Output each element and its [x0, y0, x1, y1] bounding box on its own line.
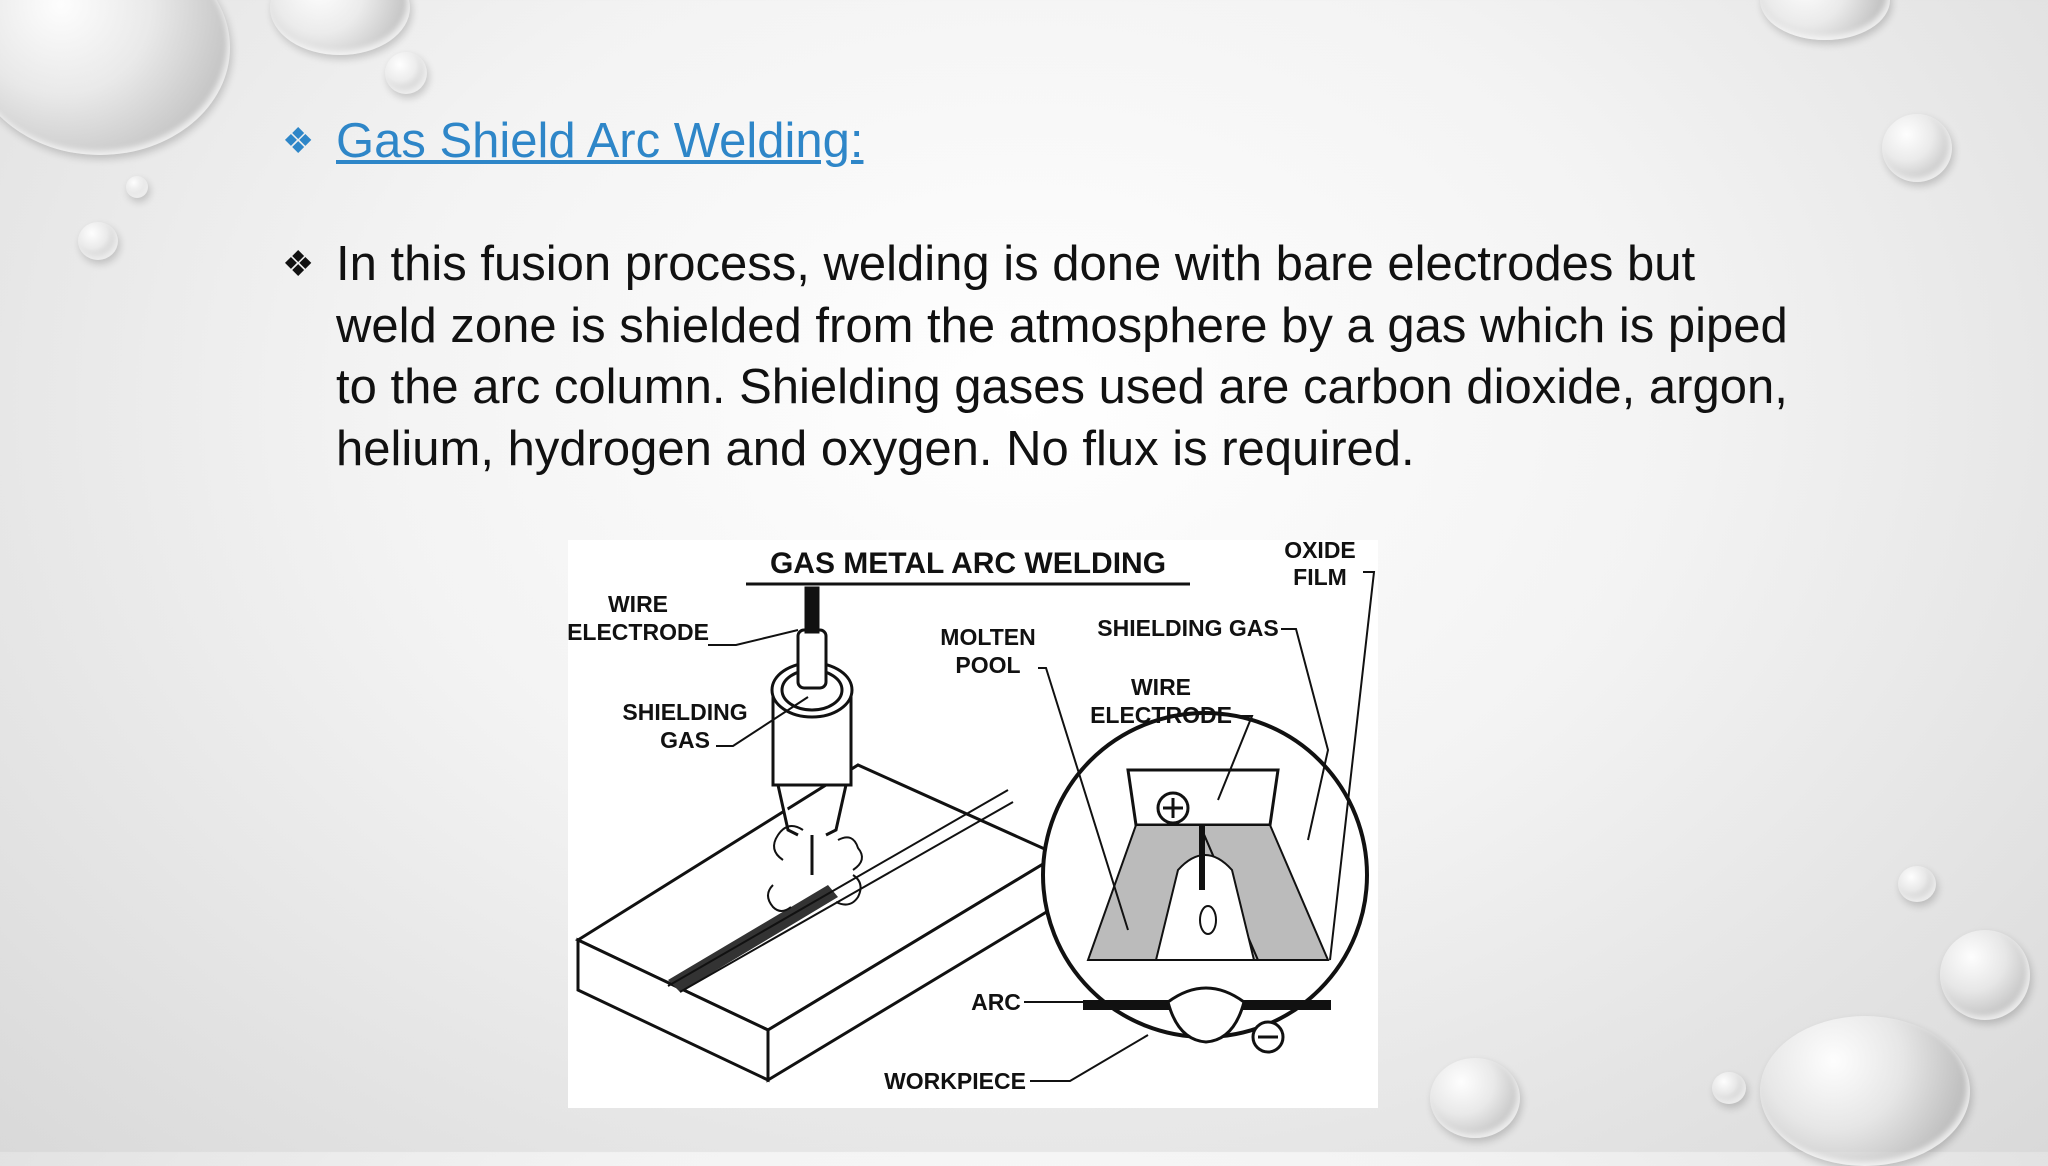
water-drop-decoration [1940, 930, 2030, 1020]
label-oxide-film-line1: OXIDE [1284, 540, 1356, 563]
label-wire-electrode-right-line1: WIRE [1131, 674, 1191, 700]
water-drop-decoration [385, 52, 427, 94]
label-wire-electrode-right-line2: ELECTRODE [1090, 702, 1232, 728]
diagram-title: GAS METAL ARC WELDING [770, 547, 1166, 580]
water-drop-decoration [126, 176, 148, 198]
water-drop-decoration [1712, 1072, 1746, 1104]
gmaw-diagram: GAS METAL ARC WELDING [567, 537, 1378, 1108]
label-workpiece: WORKPIECE [884, 1068, 1026, 1094]
bullet-icon: ❖ [282, 243, 315, 284]
label-shielding-gas-line2: GAS [660, 727, 710, 753]
gas-cloud [767, 825, 863, 912]
body-paragraph: In this fusion process, welding is done … [336, 237, 1788, 476]
label-wire-electrode-line2: ELECTRODE [568, 619, 709, 645]
label-oxide-film-line2: FILM [1293, 564, 1347, 590]
body-bullet: ❖ In this fusion process, welding is don… [282, 234, 1796, 480]
water-drop-decoration [0, 0, 230, 155]
slide-heading-link[interactable]: Gas Shield Arc Welding: [336, 114, 864, 168]
label-arc: ARC [971, 989, 1021, 1015]
bullet-icon: ❖ [282, 120, 315, 161]
water-drop-decoration [270, 0, 410, 55]
water-drop-decoration [78, 222, 118, 260]
torch-nozzle [770, 586, 854, 875]
workpiece-plate [574, 763, 1062, 1083]
label-molten-pool-line1: MOLTEN [940, 624, 1035, 650]
label-molten-pool-line2: POOL [955, 652, 1020, 678]
water-drop-decoration [1882, 114, 1952, 182]
water-drop-decoration [1898, 866, 1936, 902]
label-shielding-gas-line1: SHIELDING [622, 699, 747, 725]
heading-line: ❖ Gas Shield Arc Welding: [282, 111, 863, 171]
label-shielding-gas-right: SHIELDING GAS [1097, 615, 1278, 641]
water-drop-decoration [1760, 1016, 1970, 1166]
zoom-circle [1041, 711, 1369, 1054]
weld-bead [667, 789, 1014, 993]
water-drop-decoration [1760, 0, 1890, 40]
gmaw-diagram-svg: GAS METAL ARC WELDING [567, 537, 1376, 1094]
water-drop-decoration [1430, 1058, 1520, 1138]
label-wire-electrode-line1: WIRE [608, 591, 668, 617]
leader-lines [708, 571, 1376, 1082]
